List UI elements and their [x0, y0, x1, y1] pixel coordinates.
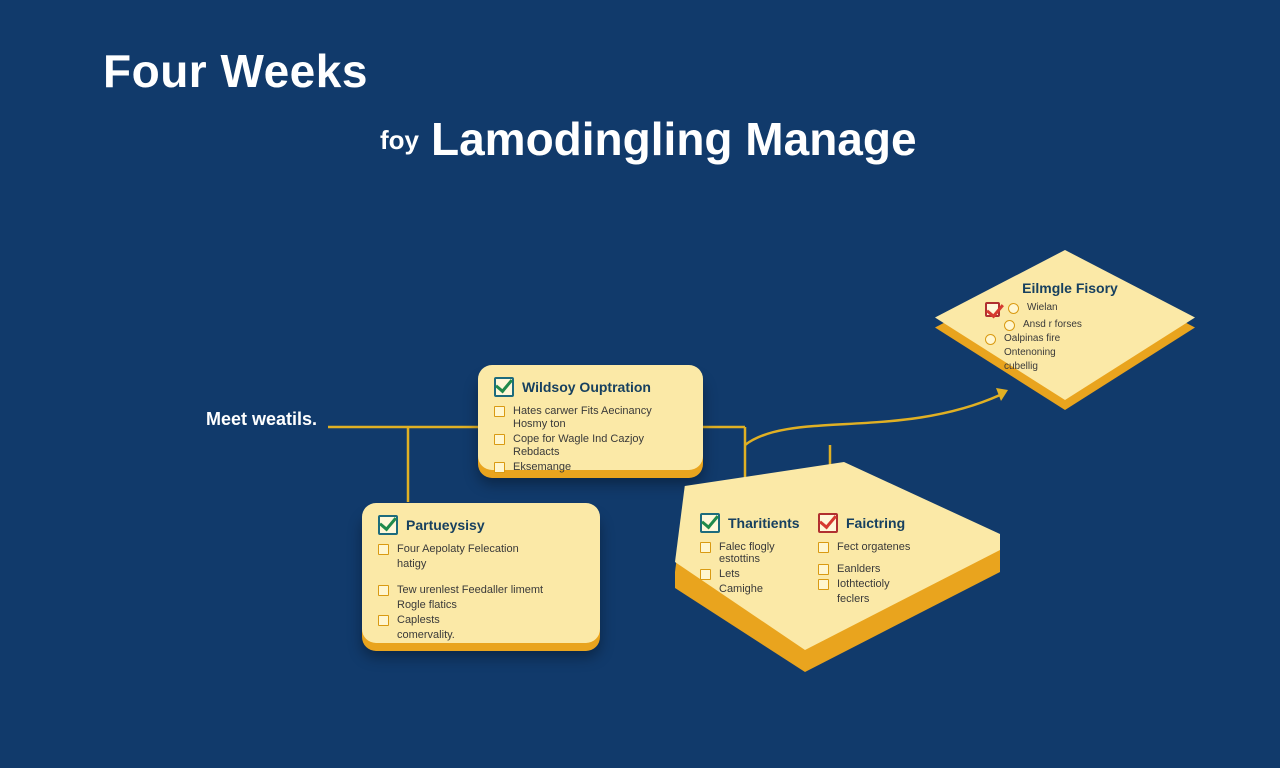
checked-box-icon: [378, 515, 398, 535]
circle-icon: [1008, 303, 1019, 314]
card-eilmgle-fisory: Eilmgle Fisory Wielan Ansd r forses Oalp…: [935, 250, 1195, 410]
checkbox-icon: [378, 585, 389, 596]
list-item: Oalpinas fire: [985, 333, 1155, 345]
checkbox-icon: [818, 542, 829, 553]
list-item: estottins: [719, 553, 760, 565]
subtitle-prefix: foy: [380, 125, 419, 155]
checkbox-icon: [378, 615, 389, 626]
card-title: Wildsoy Ouptration: [522, 379, 651, 395]
list-item: Tew urenlest Feedaller limemt: [378, 584, 584, 596]
arrowhead: [996, 388, 1008, 401]
list-item: Wielan: [985, 302, 1155, 317]
list-item: Ansd r forses: [985, 319, 1155, 331]
card-title: Eilmgle Fisory: [1022, 280, 1118, 296]
list-item: Eanlders: [818, 563, 948, 575]
list-item: Fect orgatenes: [818, 541, 948, 553]
checkbox-icon: [818, 564, 829, 575]
list-item: hatigy: [397, 558, 427, 570]
checkbox-icon: [818, 579, 829, 590]
list-item: Hates carwer Fits Aecinancy: [494, 405, 687, 417]
list-item: Lets: [700, 568, 810, 580]
card-partueysisy: Partueysisy Four Aepolaty Felecation hat…: [362, 503, 600, 643]
list-spacer: [378, 573, 584, 581]
checkbox-icon: [494, 406, 505, 417]
list-item: Ontenoning: [1004, 347, 1056, 358]
list-item: Rebdacts: [513, 446, 560, 458]
circle-icon: [985, 334, 996, 345]
diamond-content: Eilmgle Fisory Wielan Ansd r forses Oalp…: [985, 280, 1155, 375]
card-title: Faictring: [846, 515, 906, 531]
checked-box-red-icon: [818, 513, 838, 533]
checked-box-icon: [494, 377, 514, 397]
card-title: Partueysisy: [406, 517, 485, 533]
card-faictring: Faictring Fect orgatenes Eanlders Iothte…: [818, 513, 948, 608]
card-title: Tharitients: [728, 515, 800, 531]
circle-icon: [1004, 320, 1015, 331]
card-tharitients: Tharitients Falec flogly estottins Lets …: [700, 513, 810, 598]
checkbox-icon: [378, 544, 389, 555]
list-item: comervality.: [397, 629, 455, 641]
diagram-title: Four Weeks: [103, 45, 368, 97]
side-label: Meet weatils.: [206, 409, 318, 429]
checked-box-red-icon: [985, 302, 1000, 317]
list-spacer: [818, 556, 948, 560]
list-item: Camighe: [719, 583, 764, 595]
card-wildsoy-ouptration: Wildsoy Ouptration Hates carwer Fits Aec…: [478, 365, 703, 473]
list-item: Falec flogly: [700, 541, 810, 553]
list-item: feclers: [837, 593, 870, 605]
list-item: Eksemange: [494, 461, 687, 473]
connector-curve-to-diamond: [744, 393, 1001, 446]
list-item: Caplests: [378, 614, 584, 626]
subtitle-text: Lamodingling Manage: [431, 113, 917, 165]
checkbox-icon: [494, 434, 505, 445]
checked-box-icon: [700, 513, 720, 533]
checkbox-icon: [494, 462, 505, 473]
list-item: Four Aepolaty Felecation: [378, 543, 584, 555]
checkbox-icon: [700, 569, 711, 580]
list-item: Rogle flatics: [397, 599, 457, 611]
list-item: Hosmy ton: [513, 418, 566, 430]
diagram-subtitle: foy Lamodingling Manage: [380, 112, 917, 166]
list-item: cubellig: [1004, 361, 1038, 372]
checkbox-icon: [700, 542, 711, 553]
list-item: Iothtectioly: [818, 578, 948, 590]
list-item: Cope for Wagle Ind Cazjoy: [494, 433, 687, 445]
